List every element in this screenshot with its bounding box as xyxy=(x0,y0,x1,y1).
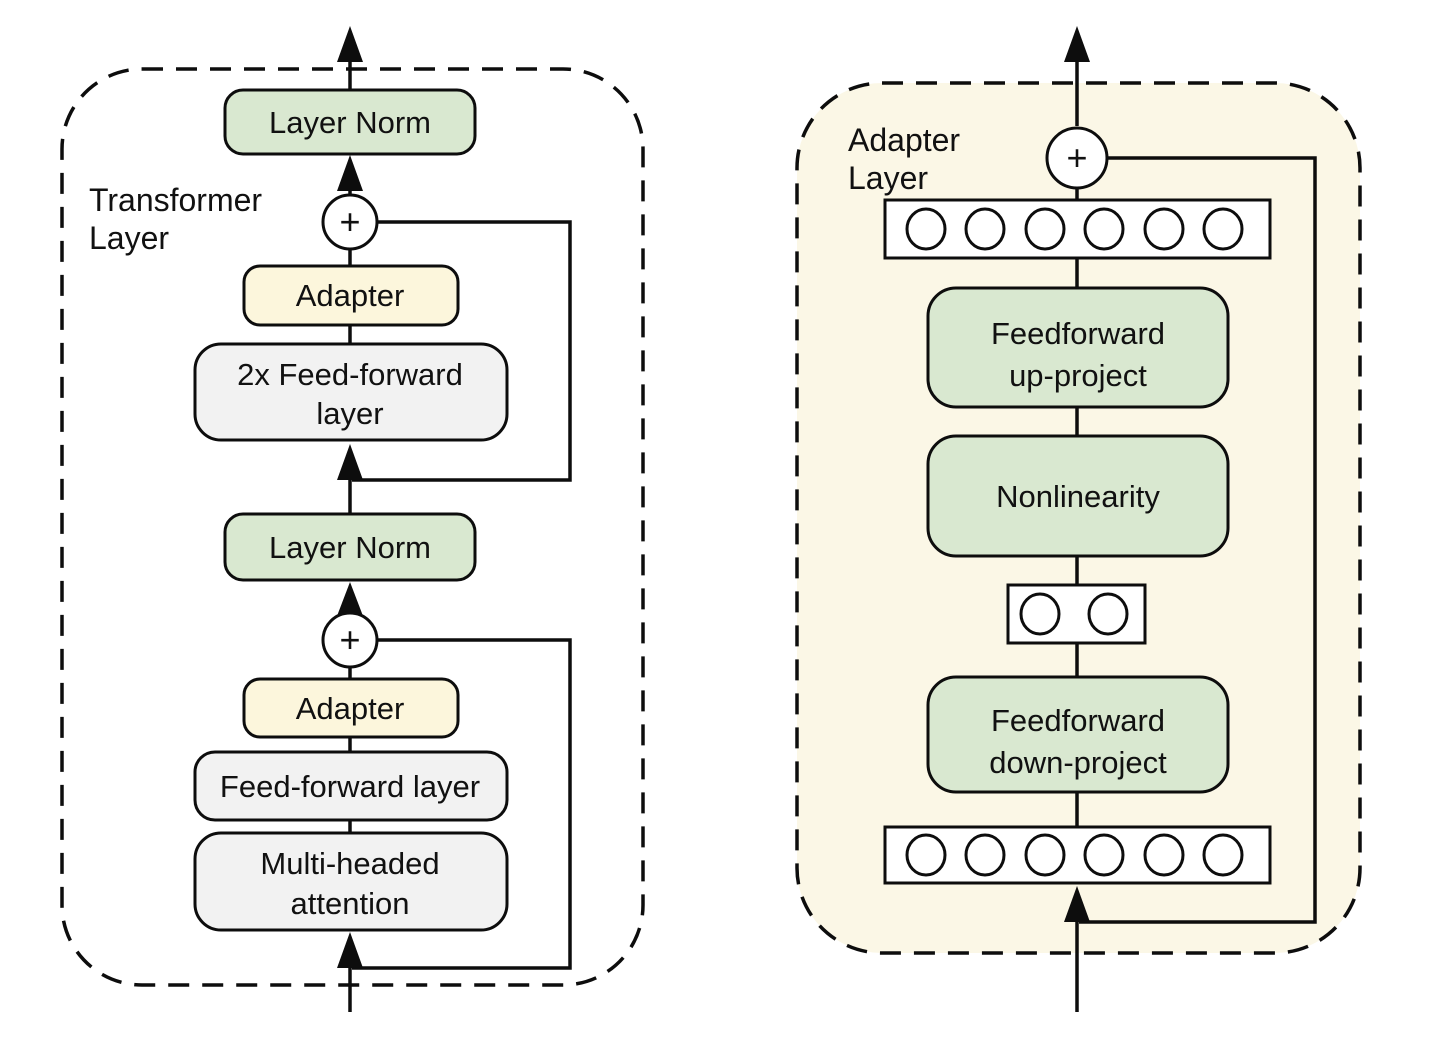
arrowhead-up-icon xyxy=(337,26,363,62)
layer-norm-top-label: Layer Norm xyxy=(269,105,431,140)
nonlinearity-box xyxy=(926,434,1230,558)
layer-norm-bottom-label: Layer Norm xyxy=(269,530,431,565)
feed-forward-2x-label-line2: layer xyxy=(316,396,383,431)
feature-circle xyxy=(1087,592,1129,636)
skip-connection-upper xyxy=(352,220,572,482)
feedforward-up-project-label-line2: up-project xyxy=(1009,358,1147,393)
feedforward-down-project-label-line1: Feedforward xyxy=(991,703,1165,738)
feature-circle xyxy=(905,833,947,877)
feature-circle xyxy=(1202,833,1244,877)
feature-circle xyxy=(1019,592,1061,636)
transformer-layer-label-line1: Transformer xyxy=(89,182,262,218)
add-node xyxy=(1045,126,1109,190)
multi-headed-attention-label-line1: Multi-headed xyxy=(260,846,439,881)
adapter-bottom-box xyxy=(242,677,460,739)
feature-circle xyxy=(964,833,1006,877)
add-node-upper xyxy=(321,193,379,251)
feed-forward-2x-label-line1: 2x Feed-forward xyxy=(237,357,463,392)
arrowhead-up-icon xyxy=(1064,26,1090,62)
adapter-layer-label-line2: Layer xyxy=(848,160,928,196)
layer-norm-bottom-box xyxy=(223,512,477,582)
arrowhead-up-icon xyxy=(1064,886,1090,922)
feedforward-up-project-label-line1: Feedforward xyxy=(991,316,1165,351)
nonlinearity-label: Nonlinearity xyxy=(996,479,1160,514)
adapter-layer-panel: Adapter Layer + Feedforward up-project xyxy=(795,26,1362,1012)
plus-icon: + xyxy=(1066,137,1087,178)
skip-connection-lower xyxy=(352,638,572,970)
plus-icon: + xyxy=(339,201,360,242)
feature-circle xyxy=(1083,207,1125,251)
adapter-layer-label-line1: Adapter xyxy=(848,122,960,158)
adapter-top-box xyxy=(242,264,460,327)
layer-norm-top-box xyxy=(223,88,477,156)
multi-headed-attention-label-line2: attention xyxy=(291,886,410,921)
arrowhead-up-icon xyxy=(337,155,363,191)
feed-forward-2x-box xyxy=(193,342,509,442)
feed-forward-label: Feed-forward layer xyxy=(220,769,480,804)
feature-circle xyxy=(1202,207,1244,251)
multi-headed-attention-box xyxy=(193,831,509,932)
feature-circle xyxy=(1083,833,1125,877)
feature-circle xyxy=(1143,833,1185,877)
feedforward-down-project-box xyxy=(926,675,1230,794)
feedforward-up-project-box xyxy=(926,286,1230,409)
transformer-layer-border xyxy=(60,67,645,987)
plus-icon: + xyxy=(339,619,360,660)
arrowhead-up-icon xyxy=(337,582,363,616)
arrowhead-up-icon xyxy=(337,444,363,480)
add-node-lower xyxy=(321,611,379,669)
feature-circle xyxy=(1024,207,1066,251)
feed-forward-box xyxy=(193,750,509,822)
feature-circle xyxy=(1024,833,1066,877)
adapter-bottom-label: Adapter xyxy=(296,691,405,726)
feature-circle xyxy=(905,207,947,251)
feature-circle xyxy=(964,207,1006,251)
skip-connection xyxy=(1079,156,1317,924)
feedforward-down-project-label-line2: down-project xyxy=(989,745,1167,780)
arrowhead-up-icon xyxy=(337,932,363,968)
transformer-layer-label-line2: Layer xyxy=(89,220,169,256)
adapter-top-label: Adapter xyxy=(296,278,405,313)
feature-circle xyxy=(1143,207,1185,251)
transformer-layer-panel: Transformer Layer Layer Norm + Adapter 2… xyxy=(60,26,645,1012)
